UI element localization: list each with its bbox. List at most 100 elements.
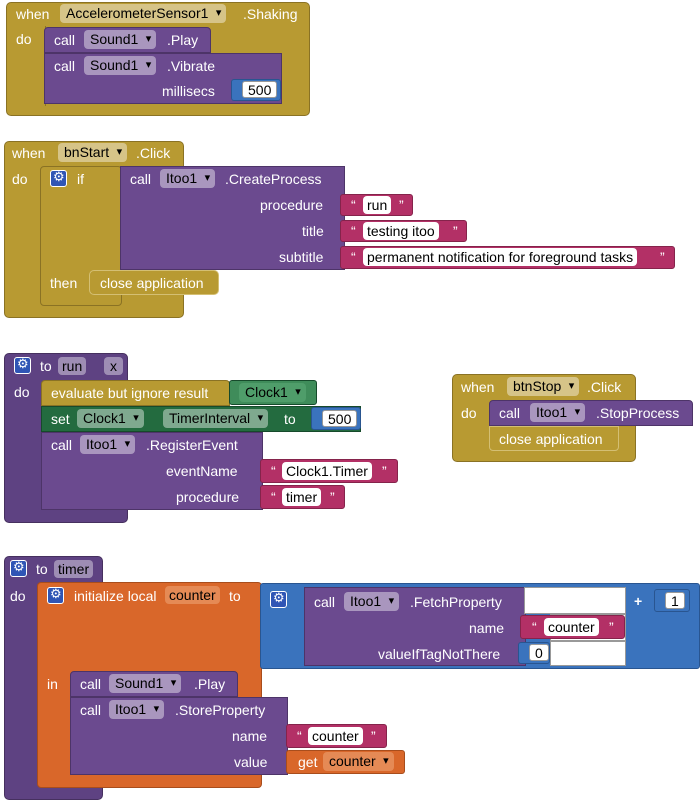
quote-open-icon: “	[351, 197, 356, 213]
when-label: when	[16, 6, 50, 22]
timerinterval-value[interactable]: 500	[322, 410, 358, 427]
then-label: then	[50, 275, 78, 291]
btnstop-dropdown[interactable]: btnStop	[507, 377, 580, 396]
param-subtitle: subtitle	[279, 249, 324, 265]
method-play: .Play	[167, 32, 199, 48]
param-valueiftagnotthere: valueIfTagNotThere	[378, 646, 501, 662]
call-label: call	[130, 171, 152, 187]
when-label: when	[12, 145, 46, 161]
gear-icon[interactable]	[10, 559, 27, 577]
quote-close-icon: ”	[660, 249, 665, 265]
call-itoo-storeproperty-block[interactable]	[70, 697, 288, 775]
clock1-dropdown[interactable]: Clock1	[239, 383, 306, 402]
counter-dropdown[interactable]: counter	[323, 752, 394, 771]
itoo1-dropdown[interactable]: Itoo1	[109, 700, 165, 719]
quote-open-icon: “	[297, 728, 302, 744]
call-itoo-fetchproperty-block[interactable]	[304, 587, 526, 666]
set-label: set	[51, 411, 70, 427]
empty-socket	[524, 587, 626, 614]
gear-icon[interactable]	[14, 356, 31, 374]
itoo1-dropdown[interactable]: Itoo1	[344, 592, 400, 611]
method-stopprocess: .StopProcess	[596, 405, 680, 421]
method-play: .Play	[194, 676, 226, 692]
param-value: value	[234, 754, 268, 770]
local-var-counter[interactable]: counter	[165, 586, 220, 604]
to-label: to	[36, 561, 48, 577]
text-value-counter[interactable]: counter	[544, 618, 599, 636]
param-procedure: procedure	[260, 197, 324, 213]
text-value-counter[interactable]: counter	[308, 727, 363, 745]
call-itoo-stopprocess-block[interactable]	[489, 400, 693, 426]
default-value[interactable]: 0	[529, 644, 549, 661]
method-registerevent: .RegisterEvent	[146, 437, 238, 453]
event-name: .Shaking	[243, 6, 298, 22]
param-millisecs: millisecs	[162, 83, 215, 99]
quote-close-icon: ”	[609, 619, 614, 635]
clock1-dropdown[interactable]: Clock1	[77, 409, 144, 428]
text-value-run[interactable]: run	[363, 196, 392, 214]
millisecs-value[interactable]: 500	[242, 81, 278, 98]
do-label: do	[12, 171, 28, 187]
do-label: do	[461, 405, 477, 421]
if-label: if	[77, 171, 84, 187]
quote-open-icon: “	[271, 463, 276, 479]
procedure-name-run[interactable]: run	[58, 357, 87, 375]
evaluate-ignore-block[interactable]	[41, 380, 230, 406]
quote-close-icon: ”	[371, 728, 376, 744]
accelerometer-dropdown[interactable]: AccelerometerSensor1	[60, 4, 227, 23]
method-vibrate: .Vibrate	[167, 58, 215, 74]
text-value-timer[interactable]: timer	[282, 488, 322, 506]
close-application-block[interactable]	[89, 270, 219, 295]
do-label: do	[16, 31, 32, 47]
quote-open-icon: “	[351, 223, 356, 239]
text-value-clock1-timer[interactable]: Clock1.Timer	[282, 462, 372, 480]
procedure-name-timer[interactable]: timer	[54, 560, 94, 578]
param-title: title	[302, 223, 324, 239]
quote-open-icon: “	[351, 249, 356, 265]
gear-icon[interactable]	[270, 590, 287, 608]
timerinterval-dropdown[interactable]: TimerInterval	[163, 409, 269, 428]
quote-open-icon: “	[271, 489, 276, 505]
call-itoo-createprocess-block[interactable]	[120, 166, 345, 270]
text-value-subtitle[interactable]: permanent notification for foreground ta…	[363, 248, 638, 266]
event-name: .Click	[136, 145, 171, 161]
sound1-dropdown[interactable]: Sound1	[84, 56, 157, 75]
method-createprocess: .CreateProcess	[225, 171, 322, 187]
when-label: when	[461, 379, 495, 395]
call-label: call	[499, 405, 521, 421]
do-label: do	[14, 384, 30, 400]
text-value-title[interactable]: testing itoo	[363, 222, 439, 240]
method-fetchproperty: .FetchProperty	[410, 594, 502, 610]
quote-close-icon: ”	[453, 223, 458, 239]
call-label: call	[54, 32, 76, 48]
param-name: name	[469, 620, 505, 636]
call-label: call	[80, 702, 102, 718]
param-eventname: eventName	[166, 463, 238, 479]
in-label: in	[47, 676, 58, 692]
call-label: call	[314, 594, 336, 610]
evaluate-label: evaluate but ignore result	[51, 385, 209, 401]
quote-close-icon: ”	[330, 489, 335, 505]
itoo1-dropdown[interactable]: Itoo1	[160, 169, 216, 188]
method-storeproperty: .StoreProperty	[175, 702, 266, 718]
itoo1-dropdown[interactable]: Itoo1	[530, 403, 586, 422]
call-label: call	[51, 437, 73, 453]
call-label: call	[80, 676, 102, 692]
gear-icon[interactable]	[50, 169, 67, 187]
sound1-dropdown[interactable]: Sound1	[109, 674, 182, 693]
sound1-dropdown[interactable]: Sound1	[84, 30, 157, 49]
plus-operator: +	[634, 593, 643, 609]
to-label: to	[284, 411, 296, 427]
gear-icon[interactable]	[47, 586, 64, 604]
to-label: to	[40, 358, 52, 374]
call-itoo-registerevent-block[interactable]	[41, 432, 263, 510]
close-application-block[interactable]	[489, 426, 619, 451]
empty-socket	[550, 641, 626, 666]
param-name: name	[232, 728, 268, 744]
get-label: get	[298, 754, 318, 770]
itoo1-dropdown[interactable]: Itoo1	[80, 435, 136, 454]
bnstart-dropdown[interactable]: bnStart	[58, 143, 128, 162]
close-application-label: close application	[100, 275, 204, 291]
plus-value[interactable]: 1	[665, 592, 685, 609]
param-x[interactable]: x	[104, 357, 123, 375]
